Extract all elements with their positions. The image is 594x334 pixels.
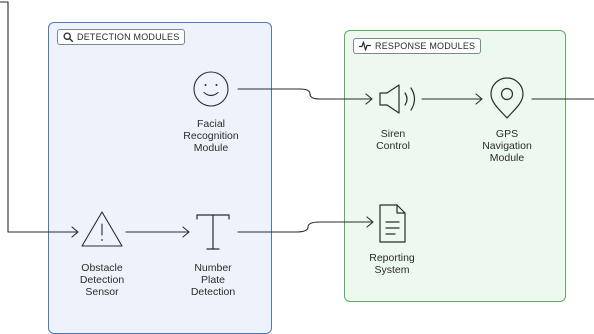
- entry-arrowhead: [71, 226, 79, 238]
- search-icon: [63, 32, 73, 42]
- smiley-face-icon: [193, 71, 229, 107]
- plate-to-report-arrowhead: [366, 216, 374, 228]
- siren-control-label: Siren Control: [376, 128, 410, 152]
- response-modules-title-text: RESPONSE MODULES: [375, 41, 476, 51]
- response-modules-title: RESPONSE MODULES: [353, 38, 482, 54]
- entry-connector: [0, 1, 79, 233]
- obstacle-detection-sensor-label: Obstacle Detection Sensor: [79, 262, 125, 298]
- facial-recognition-module-label: Facial Recognition Module: [183, 118, 239, 154]
- response-modules-panel: RESPONSE MODULES: [344, 30, 566, 302]
- facial-to-siren-arrowhead: [365, 93, 373, 105]
- facial-to-siren-connector: [237, 88, 373, 100]
- text-t-icon: [196, 214, 230, 250]
- number-plate-detection-label: Number Plate Detection: [190, 262, 236, 298]
- gps-navigation-module-label: GPS Navigation Module: [482, 128, 532, 164]
- siren-to-gps-arrowhead: [475, 93, 483, 105]
- detection-modules-title: DETECTION MODULES: [57, 29, 186, 45]
- pulse-icon: [359, 41, 371, 51]
- map-pin-icon: [490, 77, 524, 119]
- detection-modules-panel: DETECTION MODULES: [48, 22, 272, 334]
- document-icon: [379, 204, 406, 243]
- warning-triangle-icon: [81, 211, 123, 247]
- obstacle-to-plate-arrowhead: [182, 226, 190, 238]
- plate-to-report-connector: [237, 221, 374, 233]
- flow-connectors: [0, 1, 594, 250]
- speaker-icon: [379, 84, 416, 114]
- reporting-system-label: Reporting System: [369, 252, 415, 276]
- detection-modules-title-text: DETECTION MODULES: [77, 32, 180, 42]
